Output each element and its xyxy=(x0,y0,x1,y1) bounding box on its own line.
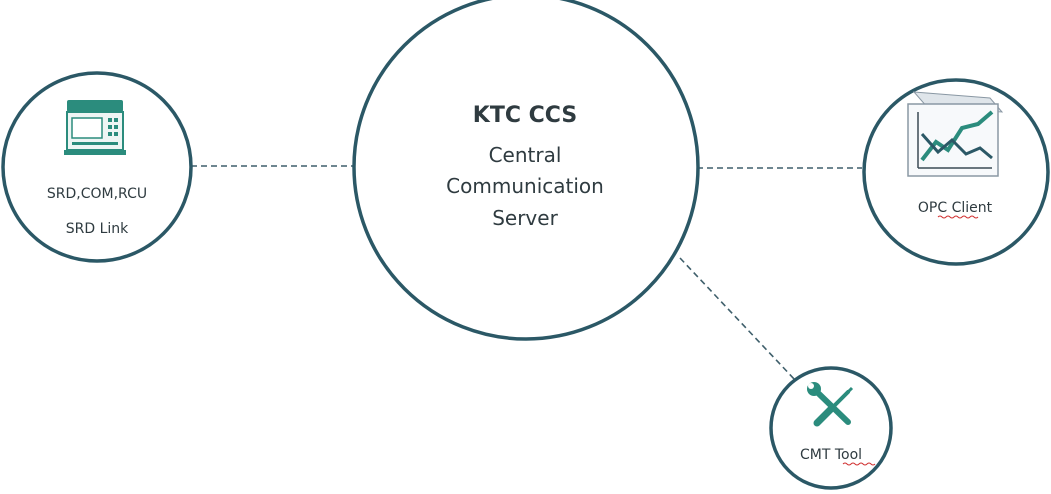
left-node-line2: SRD Link xyxy=(66,221,129,237)
bottom-node: CMT Tool xyxy=(769,366,893,490)
center-line1: Central xyxy=(489,143,562,167)
bottom-node-label: CMT Tool xyxy=(800,447,862,463)
right-node: OPC Client xyxy=(862,78,1050,266)
right-node-label-a: OPC xyxy=(918,200,947,216)
bottom-node-label-a: CMT xyxy=(800,447,831,463)
bottom-node-label-b: Tool xyxy=(834,447,862,463)
spellcheck-underline-tool xyxy=(842,462,876,466)
line-chart-icon xyxy=(907,91,1004,177)
right-node-label: OPC Client xyxy=(918,200,993,216)
device-rack-icon xyxy=(64,100,126,155)
center-line2: Communication xyxy=(446,174,604,198)
center-line3: Server xyxy=(492,206,558,230)
center-title: KTC CCS xyxy=(473,103,577,128)
connector-bottom xyxy=(679,257,797,382)
spellcheck-underline-client xyxy=(937,215,979,219)
left-node-line1: SRD,COM,RCU xyxy=(47,186,147,202)
wrench-screwdriver-icon xyxy=(807,382,854,427)
center-node-circle xyxy=(352,0,700,341)
left-node: SRD,COM,RCU SRD Link xyxy=(1,71,193,263)
left-node-circle xyxy=(1,71,193,263)
center-node: KTC CCS Central Communication Server xyxy=(352,0,700,341)
bottom-node-circle xyxy=(769,366,893,490)
right-node-label-b: Client xyxy=(952,200,993,216)
